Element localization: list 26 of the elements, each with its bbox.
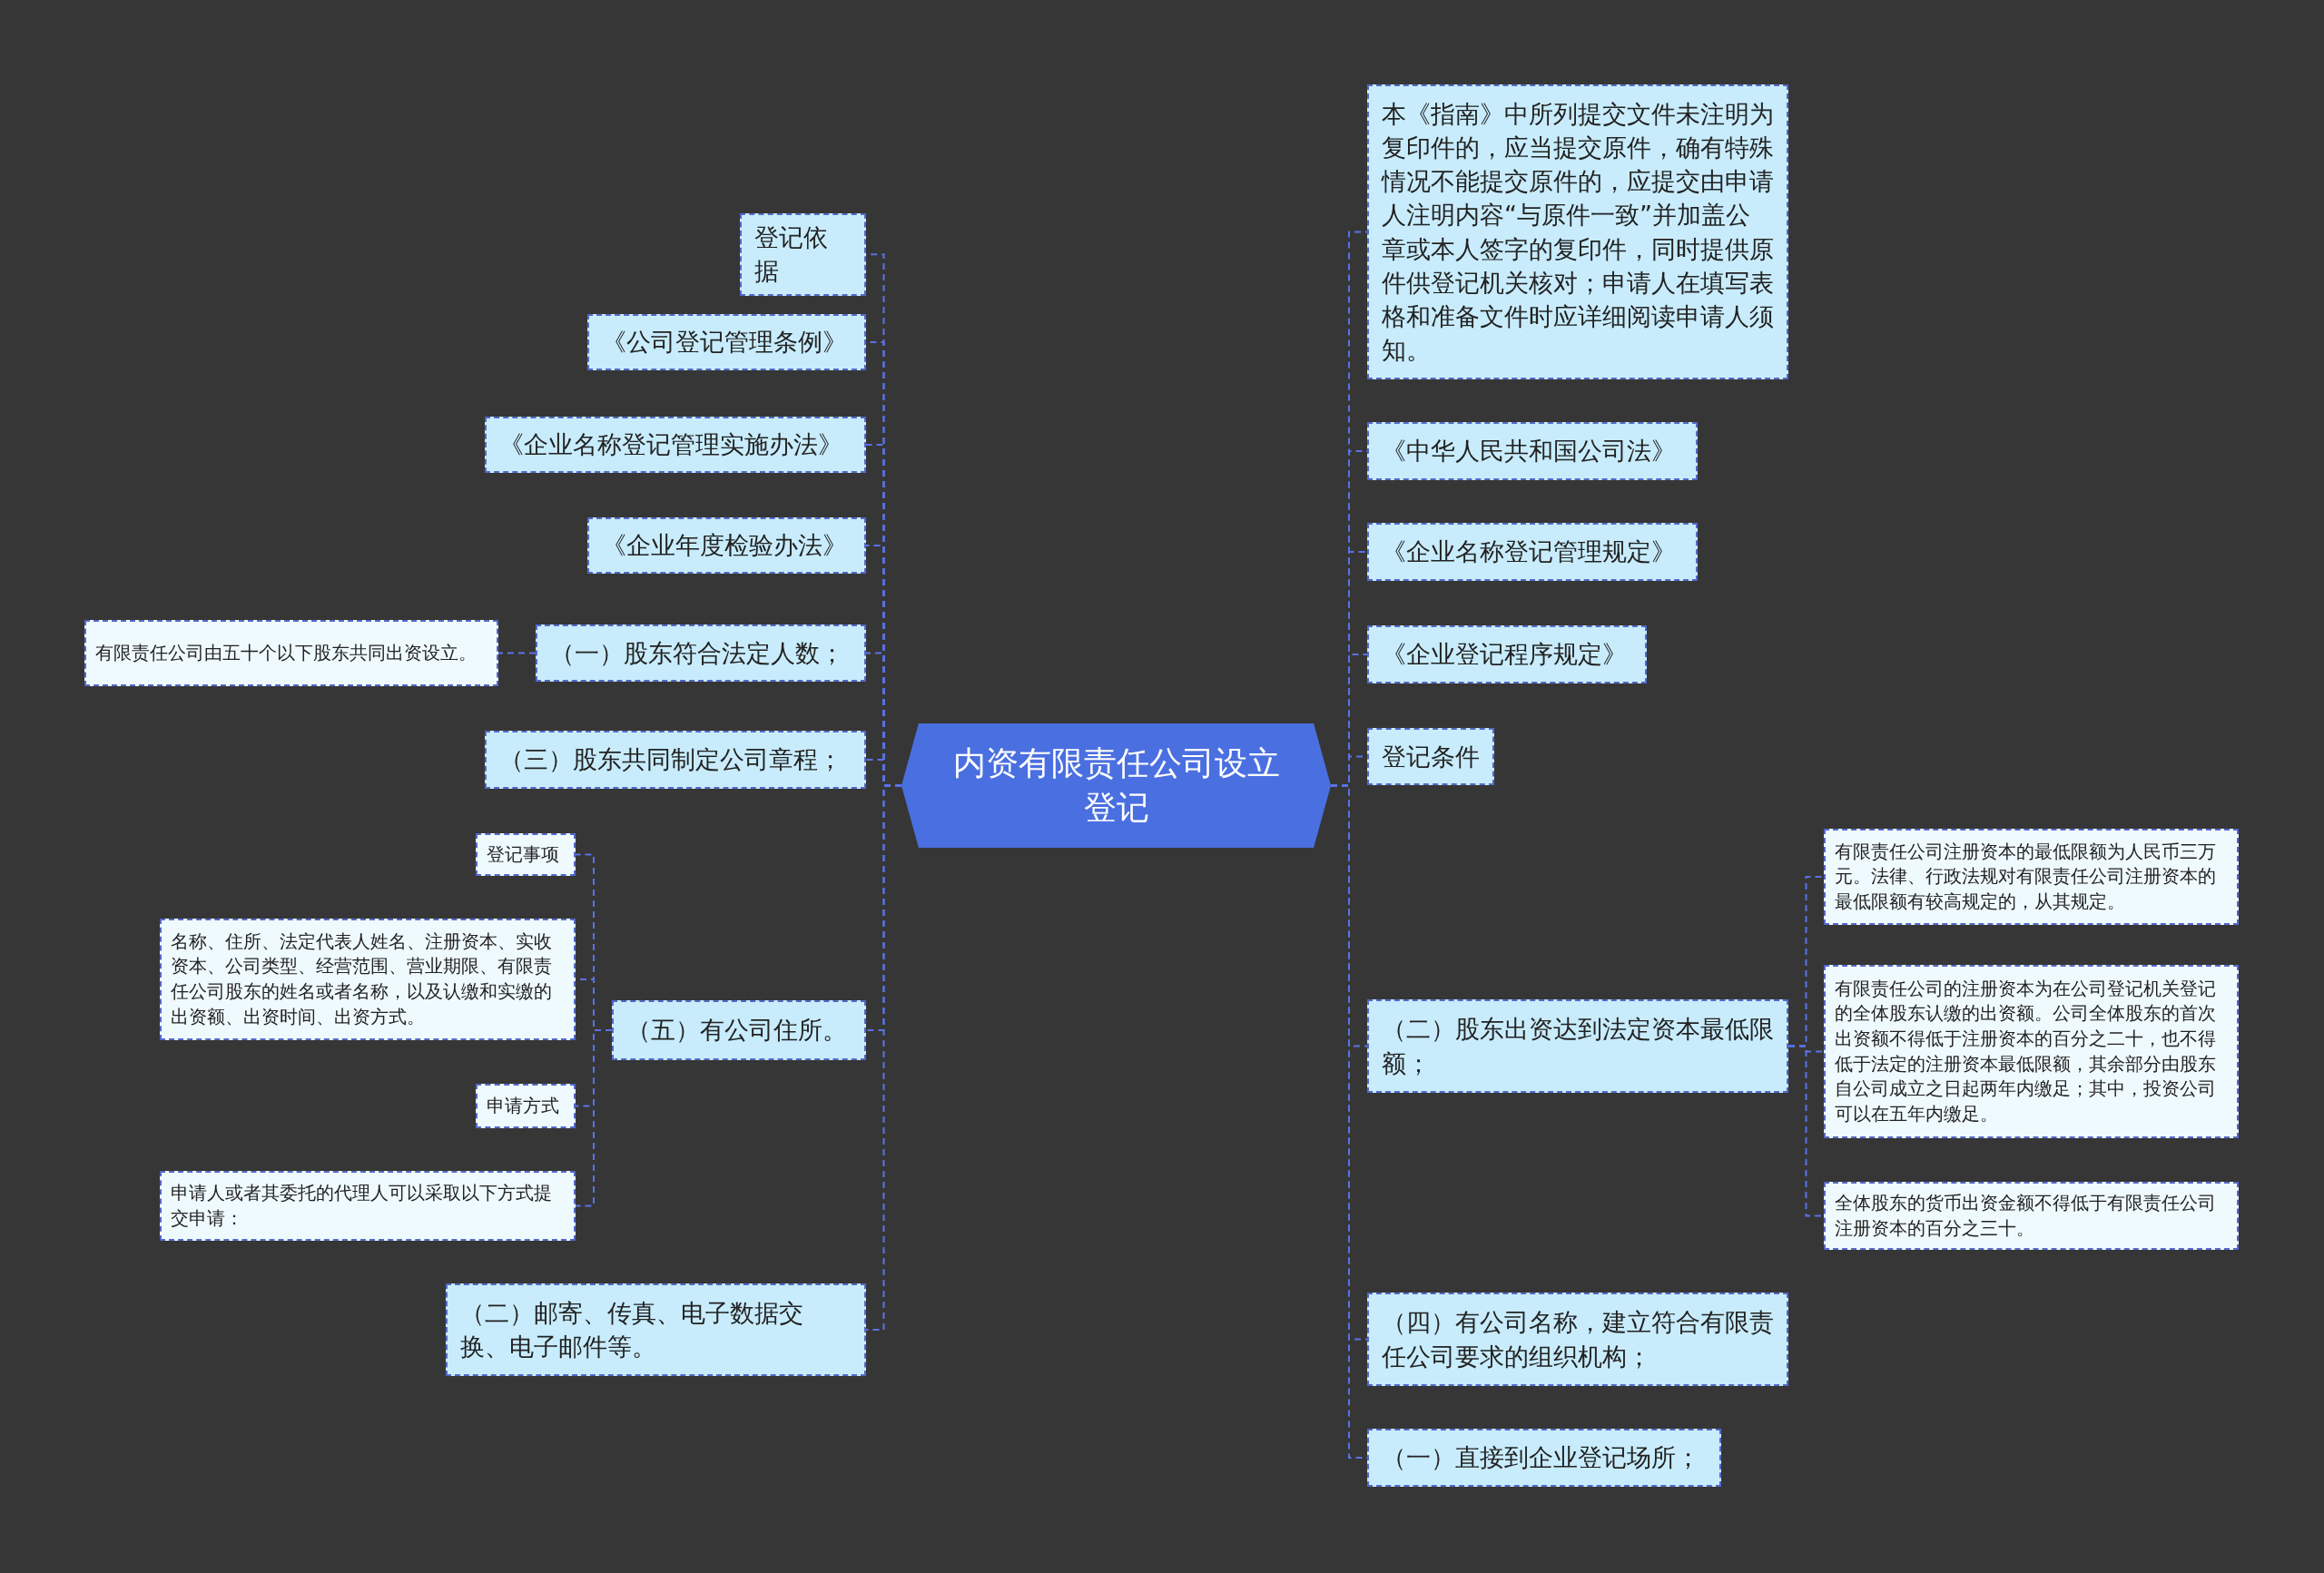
topic-box: （一）股东符合法定人数； — [536, 624, 866, 682]
detail-box: 申请方式 — [476, 1084, 576, 1128]
topic-box: （二）邮寄、传真、电子数据交换、电子邮件等。 — [446, 1283, 866, 1376]
connector-line — [497, 652, 537, 654]
topic-box: （二）股东出资达到法定资本最低限额； — [1367, 999, 1788, 1093]
topic-box: 《企业登记程序规定》 — [1367, 625, 1647, 683]
topic-box: 《企业年度检验办法》 — [587, 517, 866, 574]
detail-box: 登记事项 — [476, 833, 576, 876]
topic-box: 《企业名称登记管理规定》 — [1367, 523, 1698, 581]
topic-box: （四）有公司名称，建立符合有限责任公司要求的组织机构； — [1367, 1293, 1788, 1386]
topic-box: 本《指南》中所列提交文件未注明为复印件的，应当提交原件，确有特殊情况不能提交原件的，应提交由申请人注明内容“与原件一致”并加盖公章或本人签字的复印件，同时提供原件供登记机关核对；申请人在填写表格和准备文件时应详细阅读申请人须知。 — [1367, 84, 1788, 379]
topic-box: 登记条件 — [1367, 728, 1494, 785]
detail-box: 名称、住所、法定代表人姓名、注册资本、实收资本、公司类型、经营范围、营业期限、有限责任公司股东的姓名或者名称，以及认缴和实缴的出资额、出资时间、出资方式。 — [160, 919, 576, 1040]
detail-box: 申请人或者其委托的代理人可以采取以下方式提交申请： — [160, 1171, 576, 1241]
topic-box: 《企业名称登记管理实施办法》 — [485, 417, 866, 473]
topic-box: 登记依据 — [740, 213, 866, 296]
topic-box: （一）直接到企业登记场所； — [1367, 1429, 1721, 1487]
topic-box: 《中华人民共和国公司法》 — [1367, 422, 1698, 480]
detail-box: 有限责任公司注册资本的最低限额为人民币三万元。法律、行政法规对有限责任公司注册资本的最低限额有较高规定的，从其规定。 — [1824, 829, 2239, 925]
topic-box: （五）有公司住所。 — [612, 1000, 866, 1060]
detail-box: 全体股东的货币出资金额不得低于有限责任公司注册资本的百分之三十。 — [1824, 1182, 2239, 1250]
topic-box: 《公司登记管理条例》 — [587, 314, 866, 370]
detail-box: 有限责任公司的注册资本为在公司登记机关登记的全体股东认缴的出资额。公司全体股东的首次出资额不得低于注册资本的百分之二十，也不得低于法定的注册资本最低限额，其余部分由股东自公司成立之日起两年内缴足；其中，投资公司可以在五年内缴足。 — [1824, 965, 2239, 1138]
connector-line — [575, 1029, 613, 1207]
topic-box: （三）股东共同制定公司章程； — [485, 731, 866, 789]
detail-box: 有限责任公司由五十个以下股东共同出资设立。 — [84, 620, 498, 686]
